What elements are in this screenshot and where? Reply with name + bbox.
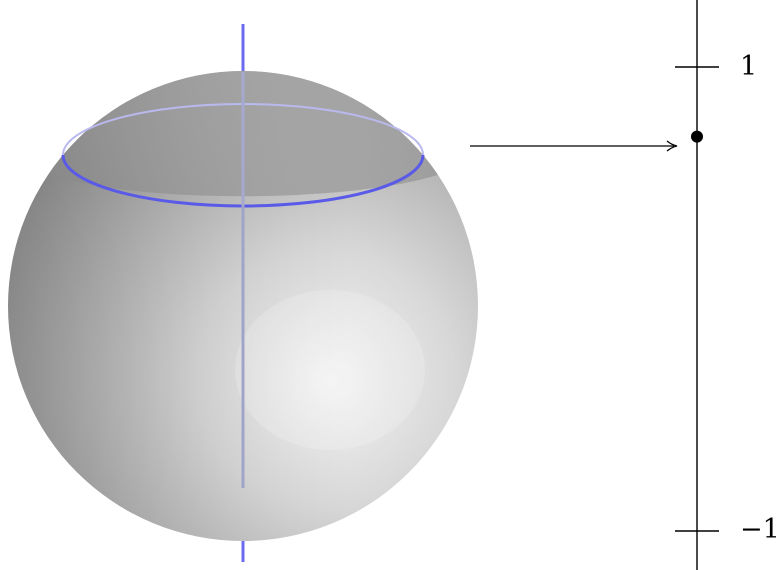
projection-arrow [470, 140, 678, 152]
number-line [675, 0, 719, 570]
number-line-point [691, 130, 703, 143]
tick-label-top: 1 [740, 51, 758, 82]
tick-label-bottom: −1 [740, 514, 780, 545]
